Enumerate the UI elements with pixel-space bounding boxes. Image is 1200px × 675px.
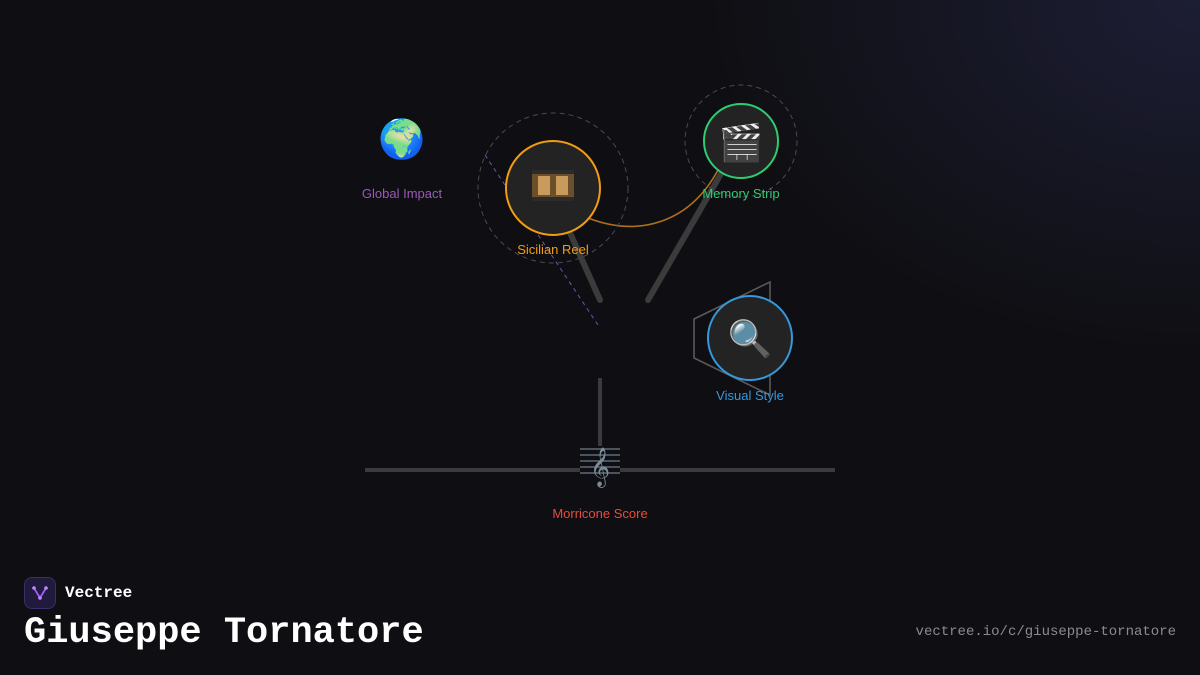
node-label-memory-strip: Memory Strip <box>702 186 779 201</box>
orbit-ring-sicilian <box>477 112 629 264</box>
globe-icon: 🌍 <box>378 117 425 161</box>
link-global-dashed <box>484 154 599 326</box>
magnifying-glass-icon: 🔍 <box>728 316 773 360</box>
link-sicilian-memory <box>587 169 719 228</box>
node-circle-memory-strip <box>703 103 779 179</box>
node-label-sicilian-reel: Sicilian Reel <box>517 242 589 257</box>
vectree-branch-icon <box>24 577 56 609</box>
node-label-visual-style: Visual Style <box>716 388 784 403</box>
page-url[interactable]: vectree.io/c/giuseppe-tornatore <box>915 624 1176 640</box>
trunk-branch-memory <box>645 169 725 303</box>
node-label-global-impact: Global Impact <box>362 186 443 201</box>
node-global-impact[interactable]: 🌍 Global Impact <box>362 117 443 201</box>
node-visual-style[interactable]: 🔍 Visual Style <box>707 295 793 403</box>
film-frames-icon <box>532 170 574 201</box>
clapper-board-icon: 🎬 <box>719 122 764 164</box>
page-title: Giuseppe Tornatore <box>24 612 424 654</box>
brand[interactable]: Vectree <box>24 577 132 609</box>
node-circle-visual-style <box>707 295 793 381</box>
trunk-branch-sicilian <box>564 223 603 303</box>
orbit-ring-memory <box>684 84 798 198</box>
node-morricone-score[interactable]: 𝄞 Morricone Score <box>552 446 648 521</box>
node-sicilian-reel[interactable]: Sicilian Reel <box>505 140 601 257</box>
node-memory-strip[interactable]: 🎬 Memory Strip <box>702 103 780 201</box>
brand-name: Vectree <box>65 584 133 602</box>
svg-text:𝄞: 𝄞 <box>590 447 610 488</box>
music-staff-icon: 𝄞 <box>580 446 620 488</box>
node-label-morricone-score: Morricone Score <box>552 506 647 521</box>
